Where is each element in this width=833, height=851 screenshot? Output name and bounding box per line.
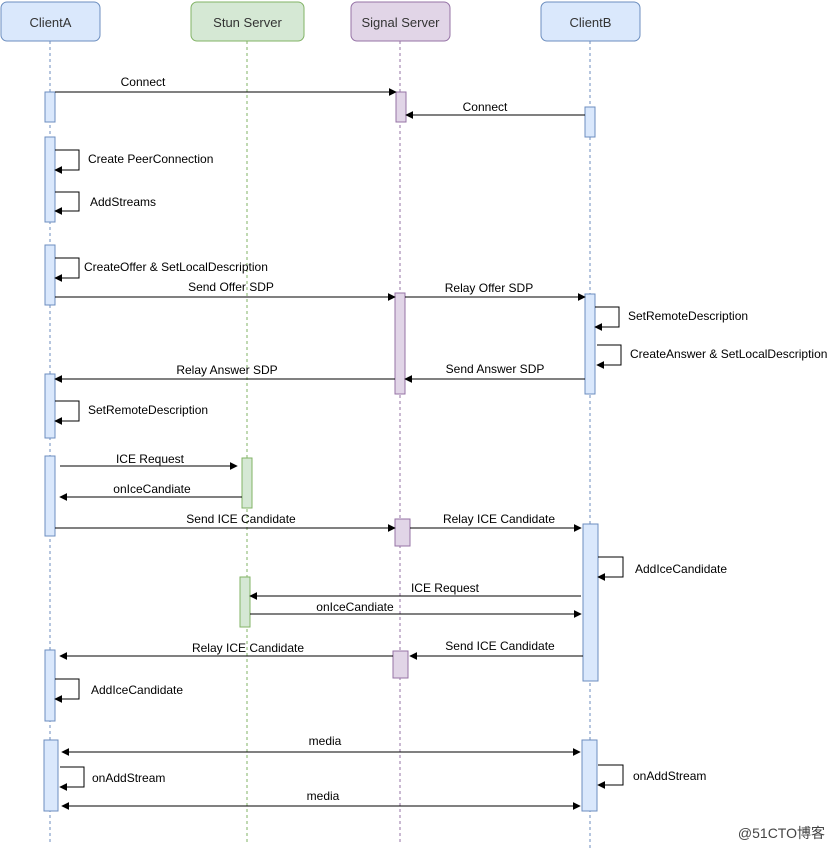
activation-bar <box>239 576 251 628</box>
message-relay-answer-sdp: Relay Answer SDP <box>54 363 395 383</box>
activation-bar <box>392 650 409 679</box>
self-message-create-peerconnection: Create PeerConnection <box>54 149 213 174</box>
message-relay-offer-sdp: Relay Offer SDP <box>405 281 586 301</box>
activation-bar <box>44 373 56 439</box>
message-label: AddIceCandidate <box>635 562 727 576</box>
activation-bar <box>395 91 407 123</box>
self-message-arrow <box>59 766 85 791</box>
self-message-addicecandidate-a: AddIceCandidate <box>54 678 183 703</box>
message-media-2: media <box>61 789 581 810</box>
self-message-setremotedescription-b: SetRemoteDescription <box>594 306 748 331</box>
message-media-1: media <box>61 734 581 756</box>
message-label: ICE Request <box>116 452 185 466</box>
activation-bar <box>44 455 56 537</box>
activation-bar <box>241 457 253 509</box>
message-label: Relay ICE Candidate <box>443 512 555 526</box>
participant-stun-server-label: Stun Server <box>213 15 282 30</box>
self-message-onaddstream-a: onAddStream <box>59 766 165 791</box>
message-relay-ice-candidate-b: Relay ICE Candidate <box>410 512 582 532</box>
self-message-addstreams: AddStreams <box>54 191 156 215</box>
message-label: CreateOffer & SetLocalDescription <box>84 260 268 274</box>
message-label: media <box>307 789 340 803</box>
message-onicecandiate-a: onIceCandiate <box>59 482 242 501</box>
message-ice-request-b: ICE Request <box>249 581 581 600</box>
participant-client-b-label: ClientB <box>570 15 612 30</box>
self-message-arrow <box>54 678 80 703</box>
participant-signal-server-label: Signal Server <box>361 15 440 30</box>
message-label: Create PeerConnection <box>88 152 213 166</box>
message-send-ice-candidate-b: Send ICE Candidate <box>409 639 583 660</box>
participant-client-a: ClientA <box>0 1 101 42</box>
self-message-arrow <box>596 344 622 369</box>
message-label: Connect <box>121 75 166 89</box>
message-send-answer-sdp: Send Answer SDP <box>404 362 585 383</box>
activation-bar <box>43 739 59 812</box>
message-relay-ice-candidate-a: Relay ICE Candidate <box>59 641 393 660</box>
message-label: Send ICE Candidate <box>445 639 555 653</box>
participant-client-a-label: ClientA <box>30 15 72 30</box>
self-message-arrow <box>54 257 80 282</box>
self-message-arrow <box>597 764 624 789</box>
self-message-arrow <box>54 149 80 174</box>
activation-bar <box>44 91 56 123</box>
self-message-addicecandidate-b: AddIceCandidate <box>597 556 727 581</box>
self-message-createoffer: CreateOffer & SetLocalDescription <box>54 257 268 282</box>
activation-bar <box>394 292 406 395</box>
message-label: ICE Request <box>411 581 480 595</box>
message-label: Send Answer SDP <box>446 362 545 376</box>
self-message-arrow <box>54 400 80 425</box>
activation-bar <box>582 523 599 682</box>
message-label: SetRemoteDescription <box>88 403 208 417</box>
self-message-arrow <box>54 191 80 215</box>
message-label: CreateAnswer & SetLocalDescription <box>630 347 827 361</box>
activation-bar <box>44 244 56 306</box>
message-label: onAddStream <box>92 771 165 785</box>
self-message-arrow <box>594 306 620 331</box>
message-label: Connect <box>463 100 508 114</box>
message-label: SetRemoteDescription <box>628 309 748 323</box>
message-label: Relay Offer SDP <box>445 281 533 295</box>
message-label: media <box>309 734 342 748</box>
participant-signal-server: Signal Server <box>350 1 451 42</box>
message-label: onIceCandiate <box>113 482 191 496</box>
message-label: Send Offer SDP <box>188 280 274 294</box>
activation-bar <box>584 293 596 395</box>
message-send-offer-sdp: Send Offer SDP <box>55 280 396 301</box>
self-message-createanswer: CreateAnswer & SetLocalDescription <box>596 344 827 369</box>
self-message-setremotedescription-a: SetRemoteDescription <box>54 400 208 425</box>
self-message-onaddstream-b: onAddStream <box>597 764 706 789</box>
message-label: Send ICE Candidate <box>186 512 296 526</box>
message-connect-b-to-signal: Connect <box>405 100 585 119</box>
participant-stun-server: Stun Server <box>190 1 305 42</box>
message-label: Relay Answer SDP <box>176 363 277 377</box>
message-label: onAddStream <box>633 769 706 783</box>
message-label: AddIceCandidate <box>91 683 183 697</box>
activation-bar <box>584 106 596 138</box>
activation-bar <box>581 739 598 812</box>
message-label: AddStreams <box>90 195 156 209</box>
message-label: Relay ICE Candidate <box>192 641 304 655</box>
message-connect-a-to-signal: Connect <box>55 75 397 96</box>
activation-bar <box>394 518 411 547</box>
activation-bar <box>44 649 56 722</box>
message-ice-request-a: ICE Request <box>60 452 238 470</box>
self-message-arrow <box>597 556 624 581</box>
message-label: onIceCandiate <box>316 600 394 614</box>
participant-client-b: ClientB <box>540 1 641 42</box>
message-onicecandiate-b: onIceCandiate <box>250 600 582 618</box>
watermark: @51CTO博客 <box>738 825 825 841</box>
message-send-ice-candidate-a: Send ICE Candidate <box>55 512 396 532</box>
activation-bar <box>44 136 56 223</box>
